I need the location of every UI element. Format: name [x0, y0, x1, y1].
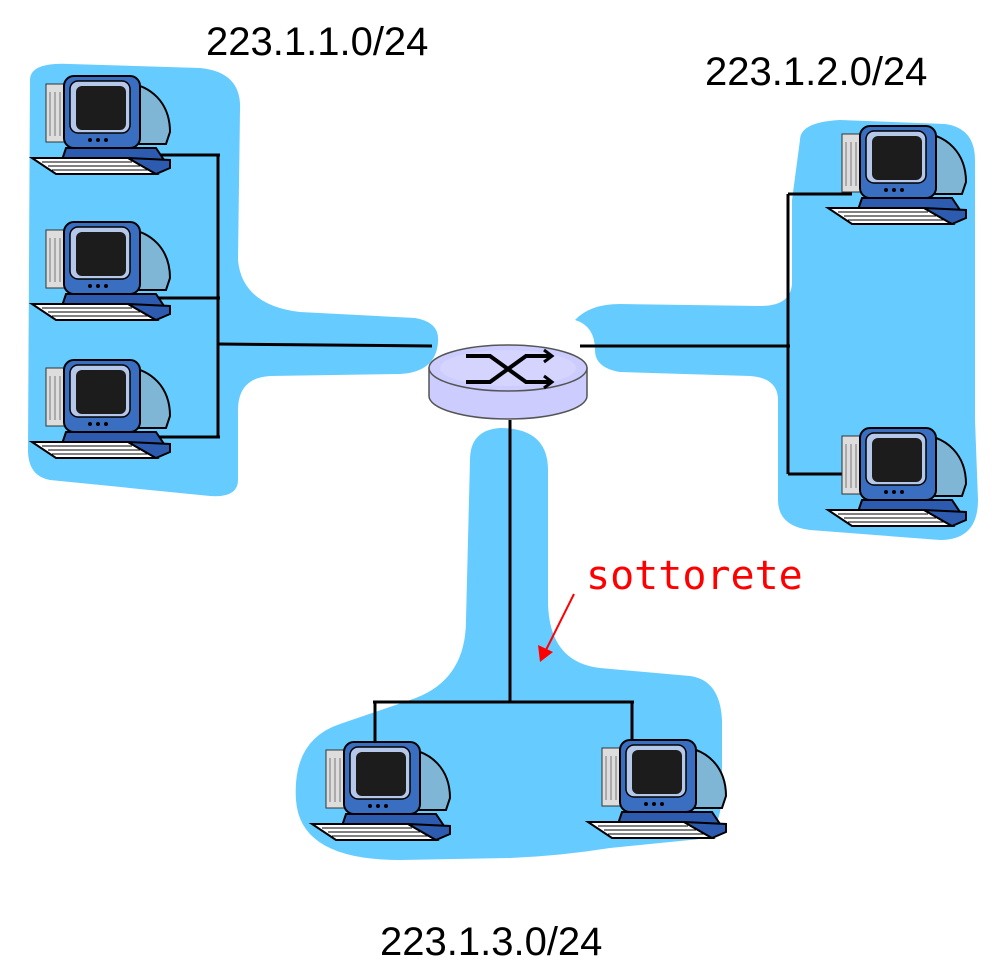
annotation-arrow [538, 593, 575, 662]
desktop-computer-icon [827, 125, 967, 225]
desktop-computer-icon [311, 741, 451, 841]
subnet-label-2: 223.1.2.0/24 [705, 50, 928, 94]
desktop-computer-icon [827, 427, 967, 527]
router-icon [428, 344, 588, 420]
desktop-computer-icon [31, 221, 171, 321]
network-links [150, 153, 852, 760]
subnet-annotation: sottorete [586, 553, 803, 599]
subnet-label-1: 223.1.1.0/24 [206, 20, 429, 64]
subnet-label-3: 223.1.3.0/24 [380, 920, 603, 964]
desktop-computer-icon [587, 739, 727, 839]
desktop-computer-icon [31, 359, 171, 459]
desktop-computer-icon [31, 75, 171, 175]
